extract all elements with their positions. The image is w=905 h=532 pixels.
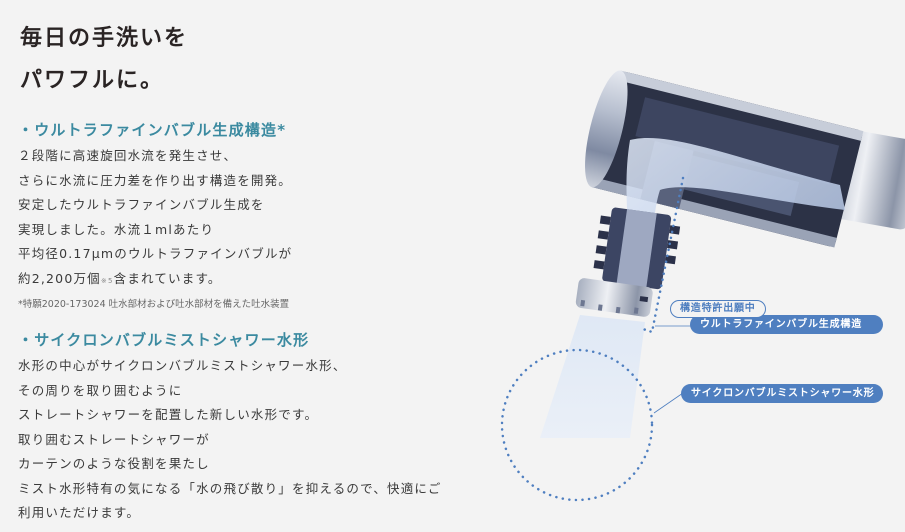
section-heading: ・サイクロンバブルミストシャワー水形 (18, 331, 310, 349)
title-line-1: 毎日の手洗いを (20, 26, 189, 51)
body-line-suffix: 含まれています。 (113, 270, 222, 286)
body-line: カーテンのような役割を果たし (18, 456, 210, 471)
faucet-image (500, 70, 905, 502)
body-line: 取り囲むストレートシャワーが (18, 431, 210, 447)
body-line: 安定したウルトラファインバブル生成を (18, 197, 265, 212)
patent-footnote: *特願2020-173024 吐水部材および吐水部材を備えた吐水装置 (18, 299, 290, 310)
section-ultrafine-bubble: ・ウルトラファインバブル生成構造* ２段階に高速旋回水流を発生させ、 さらに水流… (18, 118, 292, 315)
cyclone-shower-label: サイクロンバブルミストシャワー水形 (681, 384, 883, 403)
footnote-reference: ※5 (100, 276, 114, 285)
section-body: ２段階に高速旋回水流を発生させ、 さらに水流に圧力差を作り出す構造を開発。 安定… (18, 144, 292, 291)
section-cyclone-shower: ・サイクロンバブルミストシャワー水形 水形の中心がサイクロンバブルミストシャワー… (18, 328, 442, 526)
faucet-cutaway-illustration (480, 60, 905, 532)
title-line-2: パワフルに。 (20, 68, 165, 93)
body-line: ２段階に高速旋回水流を発生させ、 (18, 148, 238, 163)
body-line: 水形の中心がサイクロンバブルミストシャワー水形、 (18, 358, 347, 373)
patent-pending-badge: 構造特許出願中 (670, 300, 766, 318)
body-line: 実現しました。水流１mlあたり (18, 221, 215, 237)
body-line: さらに水流に圧力差を作り出す構造を開発。 (18, 172, 293, 188)
ultrafine-bubble-label: ウルトラファインバブル生成構造 (690, 315, 883, 334)
body-line: ストレートシャワーを配置した新しい水形です。 (18, 407, 319, 422)
page-title: 毎日の手洗いを パワフルに。 (20, 18, 188, 102)
section-body: 水形の中心がサイクロンバブルミストシャワー水形、 その周りを取り囲むように スト… (18, 354, 442, 526)
body-line: 約2,200万個※5含まれています。 (18, 267, 292, 292)
body-line: 利用いただけます。 (18, 505, 141, 520)
body-line: ミスト水形特有の気になる「水の飛び散り」を抑えるので、快適にご (18, 480, 442, 496)
body-line-prefix: 約2,200万個 (18, 270, 101, 286)
body-line: 平均径0.17μmのウルトラファインバブルが (18, 246, 293, 261)
section-heading: ・ウルトラファインバブル生成構造* (18, 121, 287, 139)
body-line: その周りを取り囲むように (18, 382, 183, 398)
